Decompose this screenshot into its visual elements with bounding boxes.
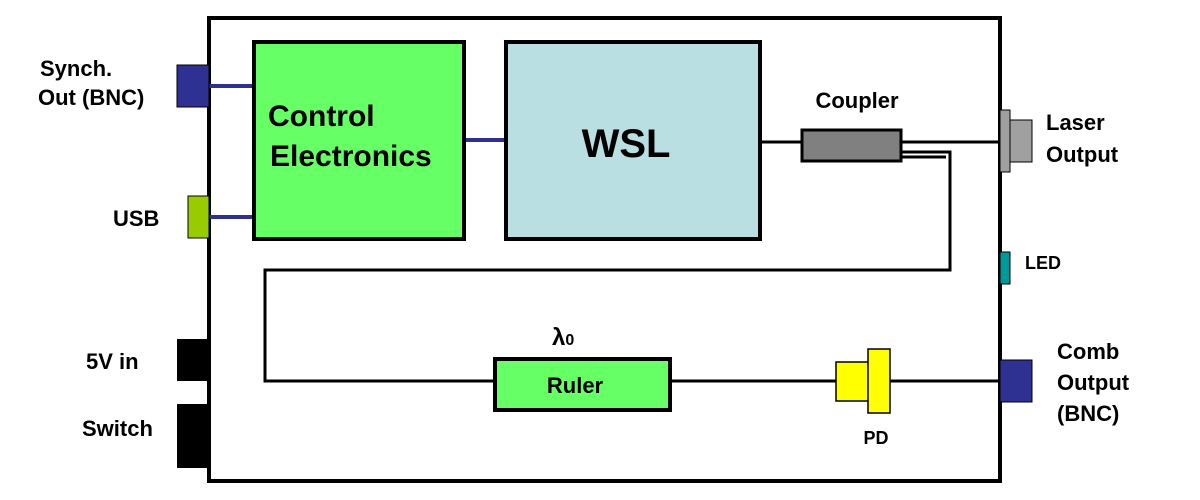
pd-label: PD (863, 428, 888, 448)
ruler-box (493, 357, 672, 412)
coupler-block: Coupler (800, 88, 903, 163)
led-indicator: LED (999, 251, 1061, 285)
ruler-label: Ruler (547, 373, 604, 398)
control-electronics-box (252, 40, 466, 241)
lambda-symbol: λ (552, 324, 565, 351)
usb-connector (187, 195, 210, 239)
control-electronics-block: Control Electronics (252, 40, 466, 241)
switch-port: Switch (82, 404, 209, 468)
synch-out-connector (176, 64, 210, 108)
wsl-block: WSL (504, 40, 762, 241)
usb-label: USB (113, 206, 159, 231)
ruler-block: Ruler λ0 (493, 324, 672, 412)
pd-body (835, 361, 871, 402)
wsl-box (504, 40, 762, 241)
coupler-box (800, 128, 903, 163)
comb-output-label-1: Comb (1057, 339, 1119, 364)
synch-out-port: Synch. Out (BNC) (38, 56, 210, 110)
five-v-in-jack (177, 339, 209, 381)
led-light (999, 251, 1011, 285)
coupler-label: Coupler (815, 88, 899, 113)
lambda-subscript: 0 (565, 332, 574, 349)
laser-output-connector (1009, 119, 1033, 163)
pd-window (867, 348, 891, 414)
comb-output-label-2: Output (1057, 370, 1130, 395)
comb-output-connector (999, 359, 1033, 403)
control-electronics-label-2: Electronics (270, 140, 432, 173)
photodiode: PD (835, 348, 891, 448)
laser-output-label-2: Output (1046, 142, 1119, 167)
laser-output-flange (999, 109, 1011, 173)
laser-output-port: Laser Output (999, 109, 1119, 173)
lambda-label: λ0 (552, 324, 574, 351)
synch-out-label-1: Synch. (40, 56, 112, 81)
switch-label: Switch (82, 416, 153, 441)
five-v-in-port: 5V in (86, 339, 209, 381)
usb-port: USB (113, 195, 210, 239)
led-label: LED (1025, 253, 1061, 273)
switch-body (177, 404, 209, 468)
coupler-ruler-fiber (263, 150, 952, 383)
comb-output-port: Comb Output (BNC) (999, 339, 1130, 426)
five-v-in-label: 5V in (86, 349, 139, 374)
laser-output-label-1: Laser (1046, 110, 1105, 135)
control-electronics-label-1: Control (268, 100, 375, 133)
wsl-label: WSL (582, 122, 671, 166)
comb-output-label-3: (BNC) (1057, 401, 1119, 426)
synch-out-label-2: Out (BNC) (38, 85, 144, 110)
